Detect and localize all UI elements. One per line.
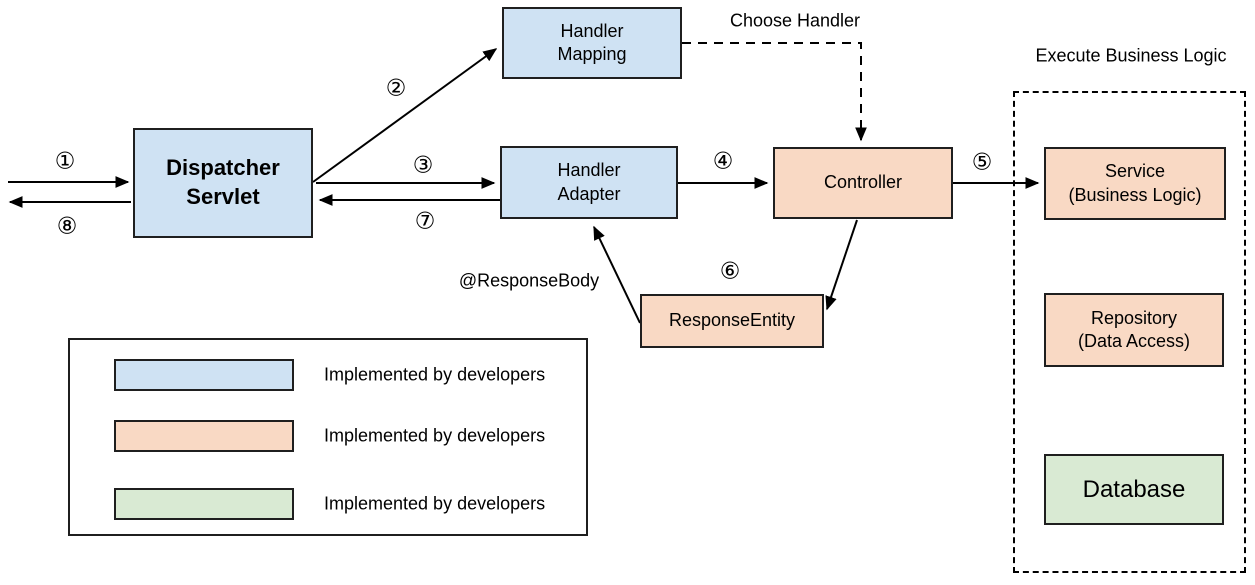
legend: Implemented by developers Implemented by… bbox=[68, 338, 588, 536]
node-controller: Controller bbox=[773, 147, 953, 219]
node-database: Database bbox=[1044, 454, 1224, 525]
step-4-badge: ④ bbox=[712, 148, 734, 175]
response-body-label: @ResponseBody bbox=[458, 270, 600, 291]
arrow-choose-handler-dashed bbox=[682, 42, 867, 142]
arrow-responsebody bbox=[593, 225, 641, 324]
step-8-badge: ⑧ bbox=[56, 213, 78, 240]
step-7-badge: ⑦ bbox=[414, 208, 436, 235]
step-5-badge: ⑤ bbox=[971, 149, 993, 176]
node-response-entity: ResponseEntity bbox=[640, 294, 824, 348]
arrow-step-2 bbox=[312, 48, 498, 183]
execute-business-logic-group bbox=[1013, 91, 1246, 573]
step-1-badge: ① bbox=[54, 148, 76, 175]
choose-handler-label: Choose Handler bbox=[729, 10, 861, 31]
execute-business-logic-label: Execute Business Logic bbox=[1035, 45, 1227, 66]
legend-swatch-blue bbox=[114, 359, 294, 391]
legend-label-orange: Implemented by developers bbox=[324, 425, 546, 446]
step-2-badge: ② bbox=[385, 75, 407, 102]
node-handler-adapter: Handler Adapter bbox=[500, 146, 678, 219]
node-service: Service (Business Logic) bbox=[1044, 147, 1226, 220]
legend-label-blue: Implemented by developers bbox=[324, 364, 546, 385]
node-dispatcher-servlet: Dispatcher Servlet bbox=[133, 128, 313, 238]
legend-swatch-green bbox=[114, 488, 294, 520]
node-handler-mapping: Handler Mapping bbox=[502, 7, 682, 79]
node-repository: Repository (Data Access) bbox=[1044, 293, 1224, 367]
legend-swatch-orange bbox=[114, 420, 294, 452]
step-3-badge: ③ bbox=[412, 152, 434, 179]
arrow-step-6 bbox=[825, 219, 858, 311]
step-6-badge: ⑥ bbox=[719, 258, 741, 285]
legend-label-green: Implemented by developers bbox=[324, 493, 546, 514]
